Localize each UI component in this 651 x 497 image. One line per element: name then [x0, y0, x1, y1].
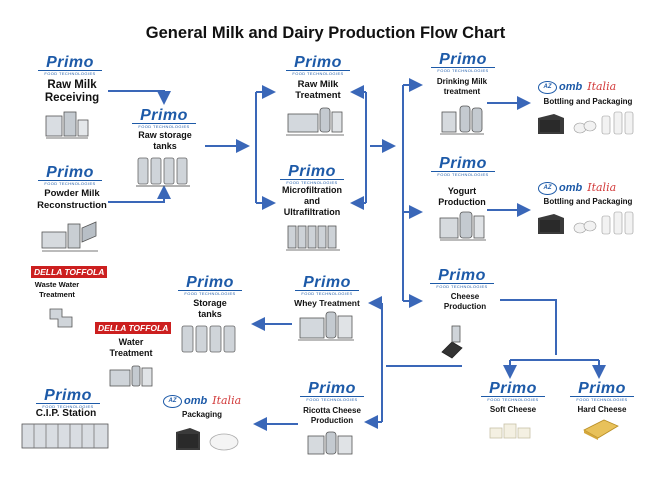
waste-water-image	[49, 308, 73, 328]
ricotta-machine-image	[307, 431, 353, 455]
raw-milk-treatment-label: Raw Milk Treatment	[295, 79, 341, 101]
arrow-powder-storage	[108, 185, 171, 203]
packaging-label: Packaging	[181, 410, 222, 419]
cheese-label: Cheese Production	[443, 292, 487, 311]
bottling-label: Bottling and Packaging	[543, 197, 633, 206]
drinking-milk-image	[440, 105, 484, 135]
powder-machine-image	[41, 221, 98, 252]
ricotta-label: Ricotta Cheese Production	[303, 406, 361, 425]
raw-milk-receiving-label: Raw Milk Receiving	[44, 79, 100, 104]
bottling-image	[538, 111, 634, 135]
microfiltration-image	[286, 225, 340, 251]
whey-machine-image	[298, 311, 354, 341]
yogurt-image	[439, 211, 486, 241]
della-toffola-logo: DELLA TOFFOLA	[31, 266, 108, 278]
raw-storage-tanks-label: Raw storage tanks	[138, 130, 192, 151]
cip-station-image	[21, 423, 109, 449]
soft-cheese-label: Soft Cheese	[489, 405, 537, 414]
water-treatment-image	[109, 365, 153, 387]
hard-cheese-label: Hard Cheese	[577, 405, 627, 414]
arrow-receiving-storage	[108, 90, 171, 105]
della-toffola-logo: DELLA TOFFOLA	[95, 322, 172, 334]
powder-milk-label: Powder Milk Reconstruction	[37, 188, 107, 211]
waste-water-label: Waste Water Treatment	[34, 280, 80, 299]
line-cheese-out	[500, 299, 557, 355]
receiving-machine-image	[45, 111, 89, 139]
water-treatment-label: Water Treatment	[109, 337, 153, 358]
packaging-image	[176, 428, 239, 451]
storage-tanks-image	[136, 157, 190, 187]
hard-cheese-image	[583, 419, 619, 440]
yogurt-label: Yogurt Production	[438, 186, 486, 207]
bottling-label: Bottling and Packaging	[543, 97, 633, 106]
cip-station-label: C.I.P. Station	[35, 408, 97, 419]
whey-label: Whey Treatment	[294, 298, 360, 308]
raw-treatment-image	[286, 107, 344, 136]
storage-tanks-label: Storage tanks	[193, 298, 227, 319]
soft-cheese-image	[489, 423, 531, 439]
bottling-image	[538, 211, 634, 235]
page-title: General Milk and Dairy Production Flow C…	[145, 24, 506, 42]
storage-tanks-image	[181, 325, 236, 353]
cheese-machine-image	[441, 325, 463, 359]
microfiltration-label: Microfiltration and Ultrafiltration	[282, 185, 342, 217]
drinking-milk-label: Drinking Milk treatment	[436, 77, 488, 96]
